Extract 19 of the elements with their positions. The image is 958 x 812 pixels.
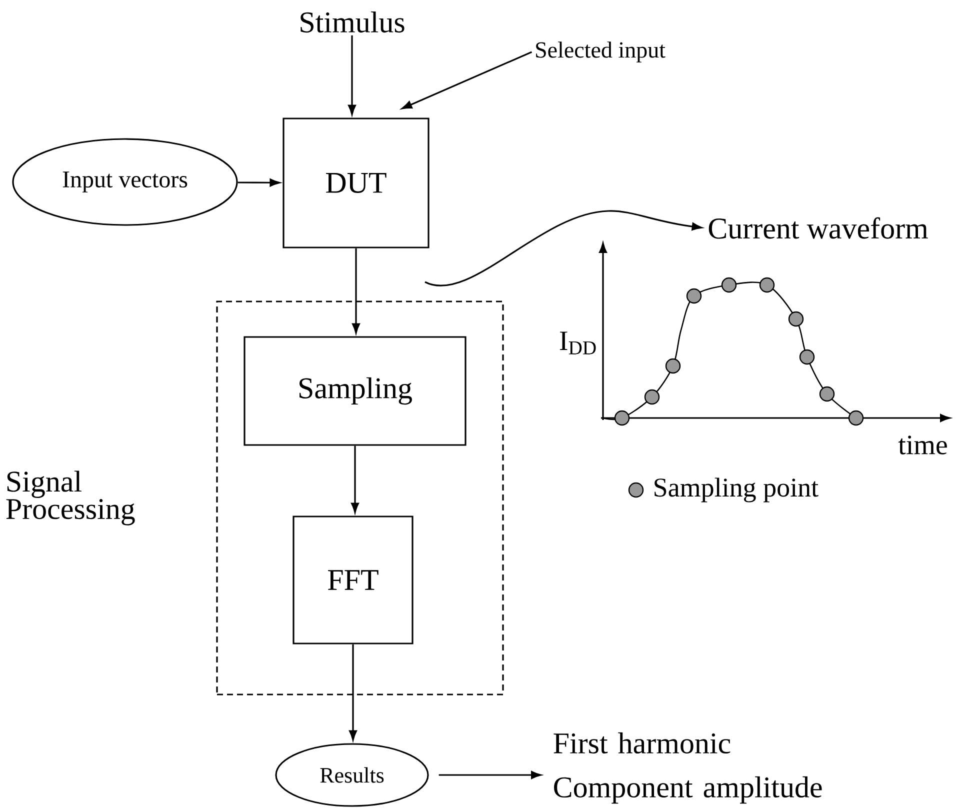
process-box: Sampling: [244, 336, 466, 446]
process-box: DUT: [282, 118, 430, 248]
process-box: FFT: [292, 516, 414, 644]
output-label: Current waveform: [708, 217, 928, 239]
group-heading: Signal Processing: [6, 470, 135, 526]
arrow: [238, 178, 280, 187]
input-label: Selected input: [536, 42, 666, 62]
axis-label: time: [898, 436, 947, 454]
arrow: [402, 51, 532, 110]
arrow: [351, 446, 359, 513]
output-label: First harmonic Component amplitude: [554, 732, 822, 804]
legend-label: Sampling point: [654, 478, 818, 502]
arrow: [438, 771, 542, 779]
arrow: [348, 35, 356, 115]
arrow: [352, 248, 360, 334]
input-label: Stimulus: [300, 11, 404, 33]
arrow: [349, 644, 357, 740]
arrow: [424, 210, 702, 286]
axis-label: I$_{DD}$: [560, 332, 596, 354]
